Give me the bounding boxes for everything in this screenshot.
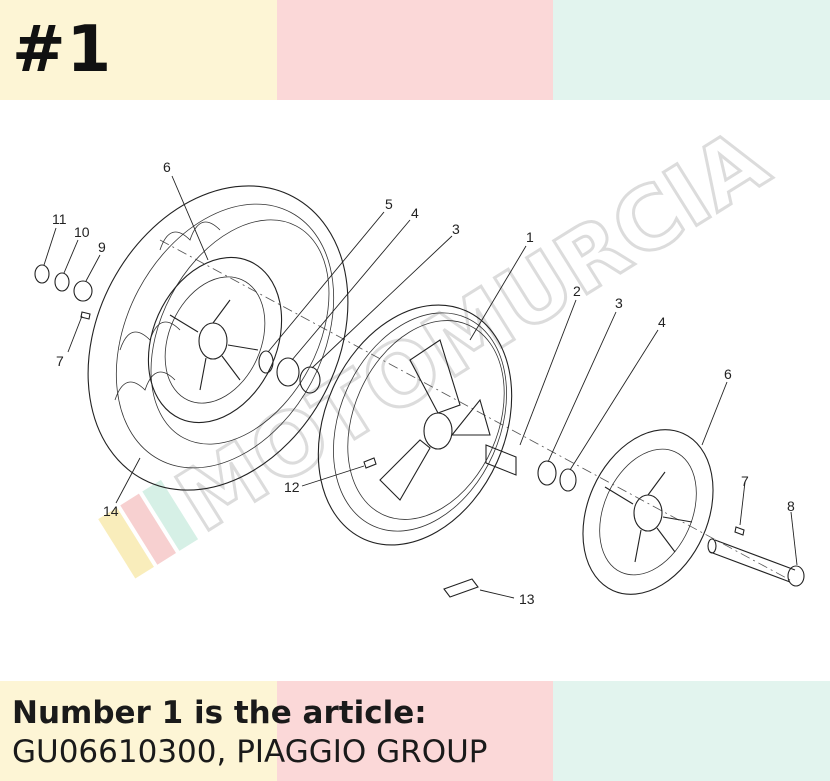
brake-disc-right <box>582 429 714 595</box>
callout-8: 8 <box>787 498 795 514</box>
header-band <box>0 0 830 100</box>
callout-9: 9 <box>98 239 106 255</box>
exploded-wheel-diagram: MOTOMURCIA <box>34 109 805 607</box>
watermark-stripe-yellow <box>98 507 154 579</box>
article-caption-code: GU06610300, PIAGGIO GROUP <box>12 734 488 770</box>
callout-7-left: 7 <box>56 353 64 369</box>
watermark-stripe-pink <box>120 493 177 565</box>
callout-2: 2 <box>573 283 581 299</box>
callout-1: 1 <box>526 229 534 245</box>
callout-6-left: 6 <box>163 159 171 175</box>
callout-5: 5 <box>385 196 393 212</box>
callout-3-right: 3 <box>615 295 623 311</box>
band-segment-pink <box>277 681 553 781</box>
callout-6-right: 6 <box>724 366 732 382</box>
axle <box>707 526 805 587</box>
callout-10: 10 <box>74 224 90 240</box>
band-segment-yellow <box>0 681 277 781</box>
band-segment-mint <box>553 681 830 781</box>
callout-3-left: 3 <box>452 221 460 237</box>
callout-4-left: 4 <box>411 205 419 221</box>
callout-labels: 11 10 9 7 6 14 5 4 3 1 2 3 4 6 7 8 12 13 <box>52 159 795 607</box>
band-segment-yellow <box>0 0 277 100</box>
callout-14: 14 <box>103 503 119 519</box>
leader-lines <box>43 175 798 599</box>
footer-band <box>0 681 830 781</box>
watermark: MOTOMURCIA <box>98 109 786 579</box>
right-hub-parts <box>537 460 577 492</box>
left-small-parts <box>34 264 93 320</box>
tire <box>87 185 349 491</box>
valve-and-weight <box>363 457 479 598</box>
callout-13: 13 <box>519 591 535 607</box>
rim <box>317 304 517 546</box>
callout-4-right: 4 <box>658 314 666 330</box>
left-hub-parts <box>258 350 321 394</box>
callout-11: 11 <box>52 211 67 227</box>
brake-disc-left <box>147 256 283 424</box>
article-caption-heading: Number 1 is the article: <box>12 695 427 731</box>
band-segment-mint <box>553 0 830 100</box>
band-segment-pink <box>277 0 553 100</box>
watermark-text: MOTOMURCIA <box>160 110 785 552</box>
callout-7-right: 7 <box>741 473 749 489</box>
page-title: #1 <box>12 13 113 87</box>
callout-12: 12 <box>284 479 300 495</box>
watermark-stripe-mint <box>142 479 199 551</box>
